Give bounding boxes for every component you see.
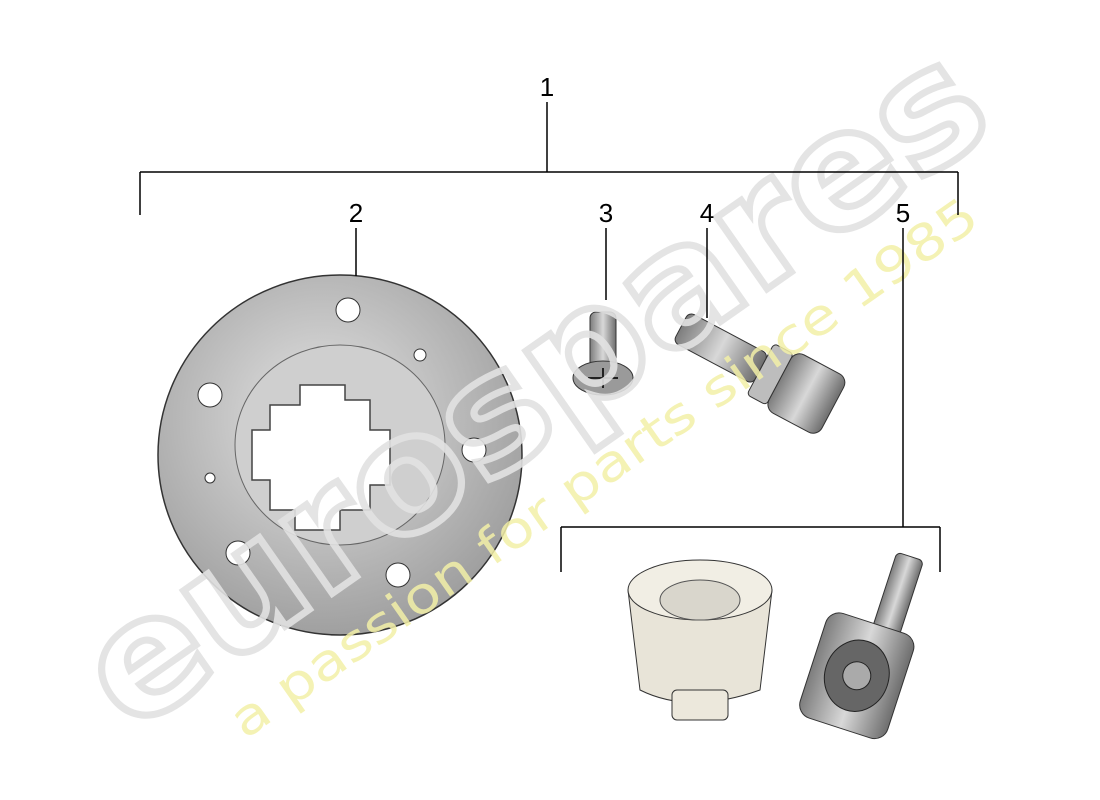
callout-5[interactable]: 5 [896, 198, 910, 228]
callout-1[interactable]: 1 [540, 72, 554, 102]
callout-3[interactable]: 3 [599, 198, 613, 228]
callout-4[interactable]: 4 [700, 198, 714, 228]
hub-spacer-disc[interactable] [157, 274, 523, 636]
callout-2[interactable]: 2 [349, 198, 363, 228]
locking-socket-adapter[interactable] [627, 559, 773, 721]
wheel-bolt[interactable] [666, 298, 849, 437]
locking-wheel-bolt[interactable] [796, 538, 941, 742]
countersunk-screw[interactable] [572, 311, 634, 396]
callout-lines [139, 102, 959, 572]
